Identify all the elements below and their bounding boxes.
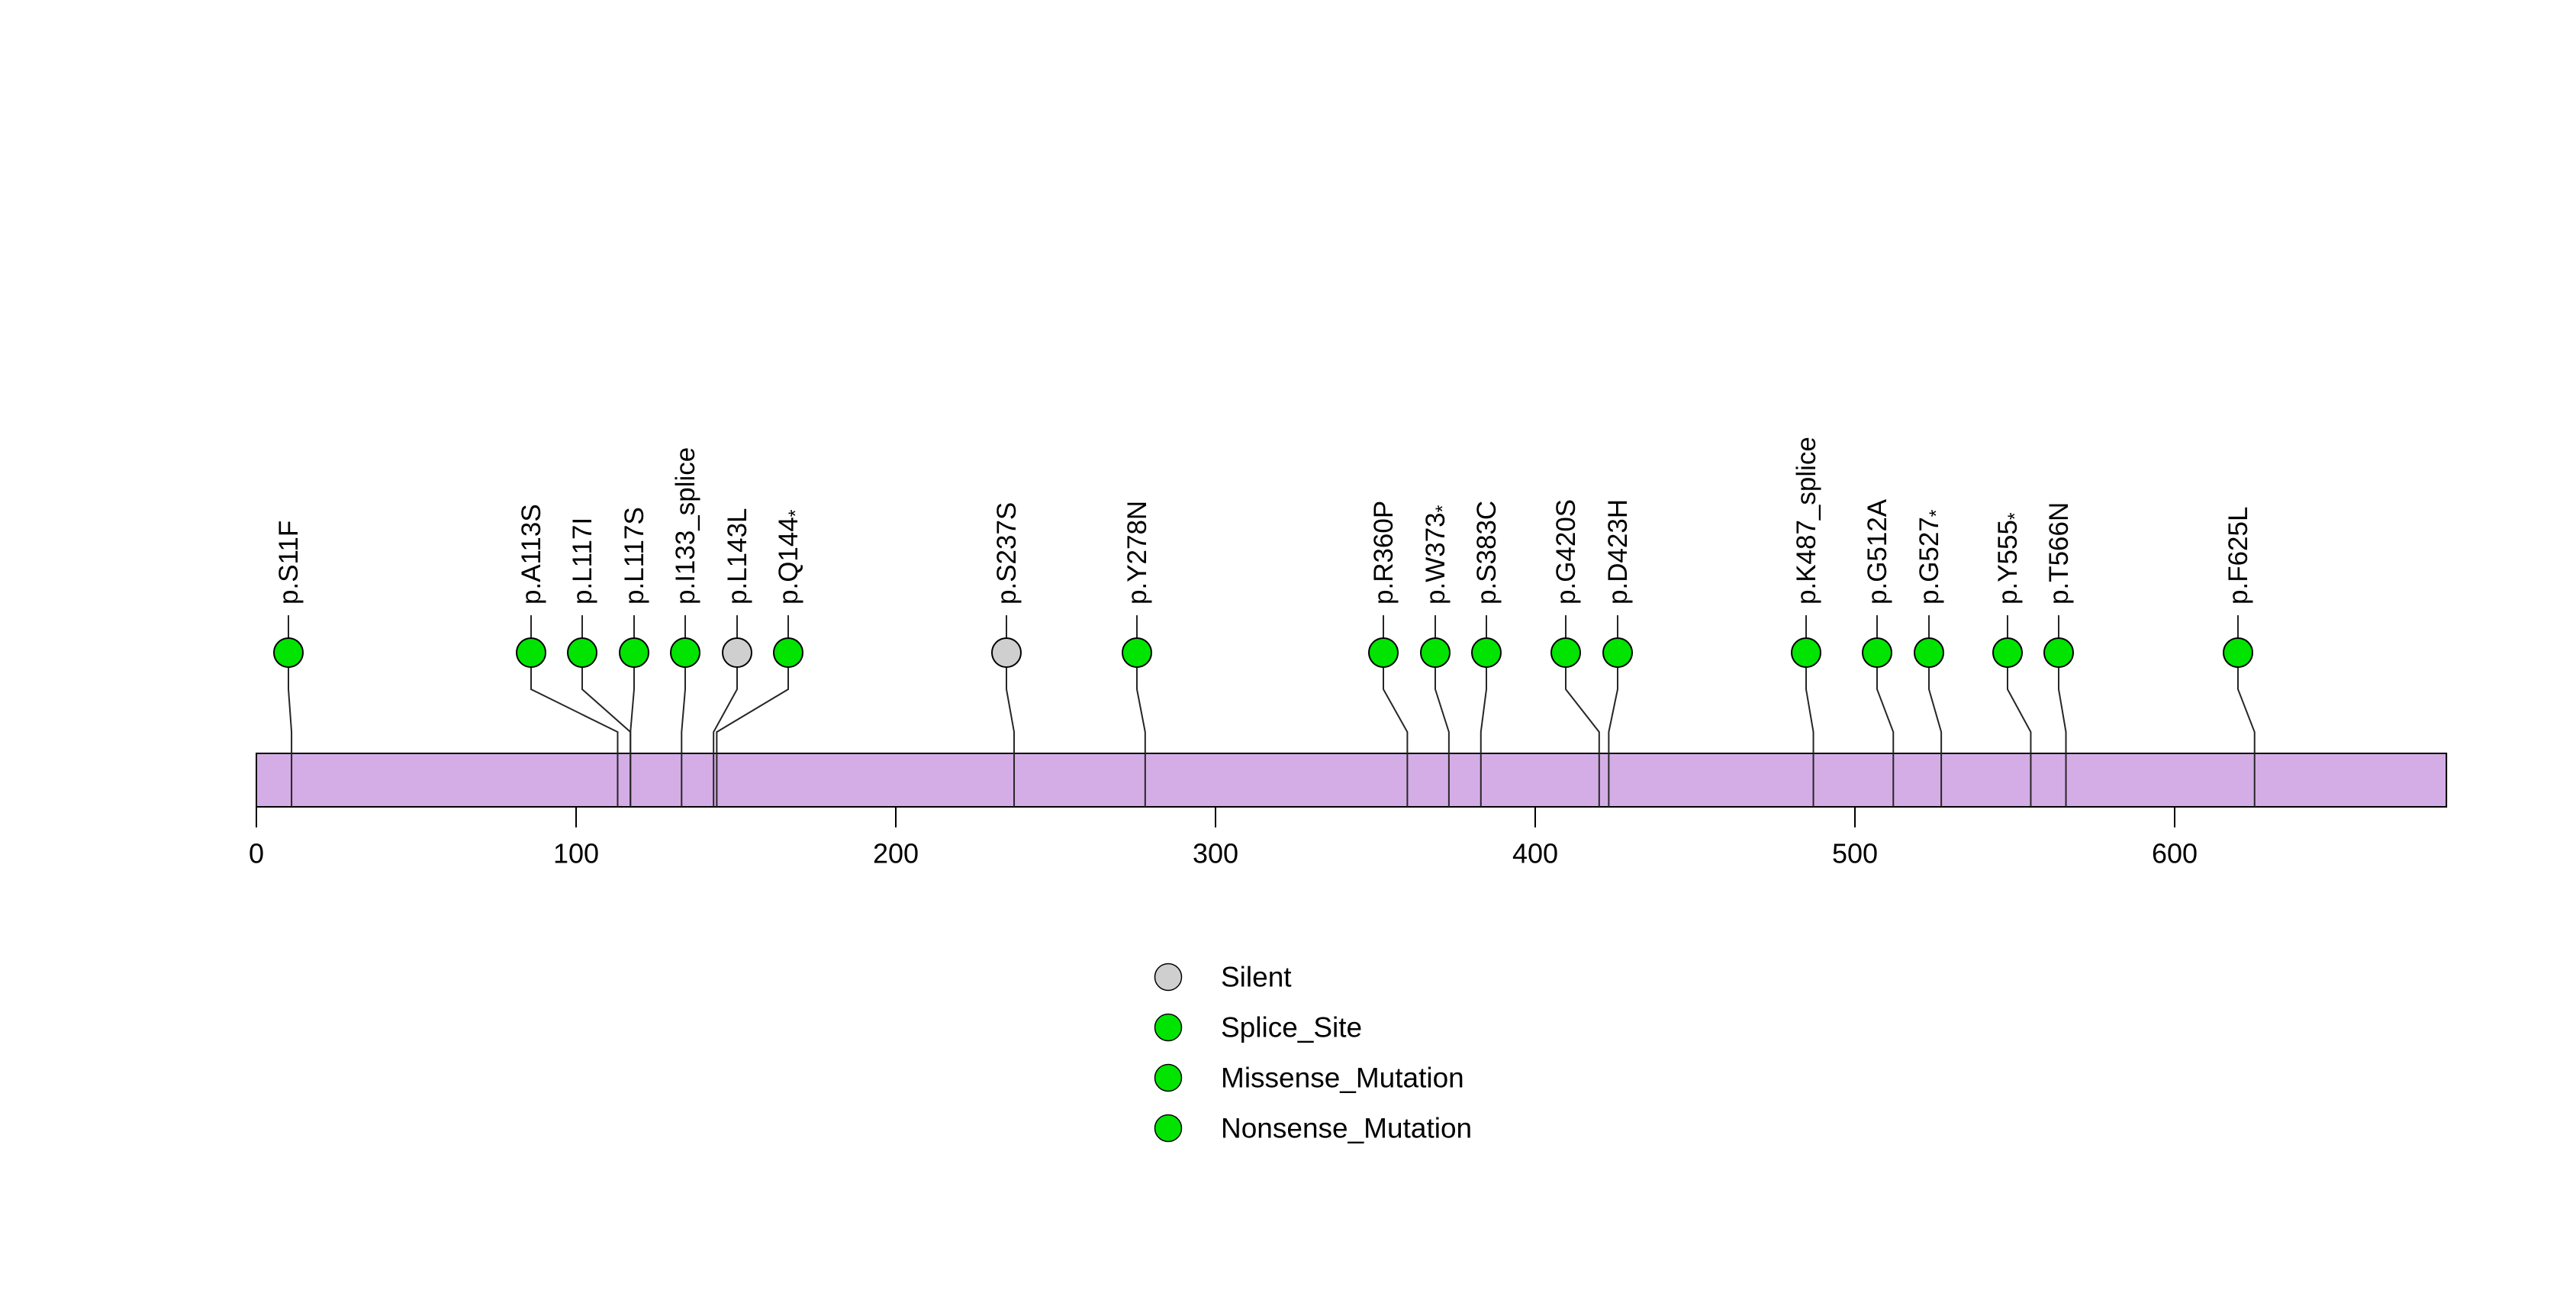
mutation-circle (991, 637, 1022, 668)
mutation-circle (1471, 637, 1502, 668)
protein-domain-bar (256, 753, 2448, 808)
mutation-connector (1565, 667, 1600, 807)
axis-tick-label: 400 (1512, 838, 1558, 869)
mutation-circle (1368, 637, 1399, 668)
mutation-label: p.Y278N (1122, 501, 1152, 605)
mutation-connector (2058, 667, 2067, 807)
mutation-label: p.I133_splice (671, 447, 700, 605)
mutation-label: p.S11F (274, 521, 304, 605)
legend-label: Splice_Site (1221, 1012, 1362, 1043)
mutation-circle (273, 637, 304, 668)
mutation-circle (1122, 637, 1152, 668)
mutation-label: p.G420S (1551, 499, 1581, 605)
mutation-circle (1914, 637, 1944, 668)
mutation-circle (1791, 637, 1821, 668)
mutation-connector (2237, 667, 2256, 807)
mutation-connector (713, 667, 738, 807)
mutation-label: p.L143L (723, 508, 752, 605)
legend-swatch (1154, 963, 1183, 992)
mutation-circle (773, 637, 803, 668)
mutation-circle (1550, 637, 1581, 668)
mutation-circle (567, 637, 597, 668)
mutation-circle (1420, 637, 1451, 668)
mutation-label: p.T566N (2044, 502, 2074, 605)
axis-tick-label: 200 (873, 838, 919, 869)
mutation-label: p.G512A (1863, 498, 1892, 605)
mutation-label: p.W373* (1421, 505, 1454, 605)
legend-swatch (1154, 1013, 1183, 1042)
mutation-connector (1435, 667, 1450, 807)
mutation-label: p.R360P (1369, 501, 1399, 605)
mutation-connector (681, 667, 686, 807)
mutation-connector (1928, 667, 1943, 807)
mutation-connector (1136, 667, 1146, 807)
mutation-connector (630, 667, 635, 807)
mutation-circle (516, 637, 546, 668)
legend-swatch (1154, 1063, 1183, 1092)
mutation-circle (670, 637, 700, 668)
mutation-connector (1876, 667, 1895, 807)
mutation-connector (716, 667, 789, 807)
axis-tick-label: 300 (1193, 838, 1238, 869)
axis-tick-label: 600 (2152, 838, 2198, 869)
mutation-connector (1608, 667, 1618, 807)
mutation-connector (530, 667, 619, 807)
mutation-label: p.G527* (1914, 509, 1948, 605)
mutation-label: p.Q144* (774, 509, 807, 605)
mutation-label: p.S237S (992, 502, 1022, 605)
mutation-circle (2043, 637, 2074, 668)
mutation-connector (1480, 667, 1487, 807)
axis-tick-label: 500 (1832, 838, 1878, 869)
axis-tick-label: 0 (249, 838, 264, 869)
mutation-connector (2007, 667, 2032, 807)
mutation-label: p.A113S (517, 504, 546, 605)
mutation-label: p.F625L (2223, 507, 2253, 605)
legend-label: Nonsense_Mutation (1221, 1113, 1472, 1144)
legend-swatch (1154, 1114, 1183, 1143)
mutation-circle (722, 637, 752, 668)
mutation-label: p.Y555* (1993, 512, 2027, 605)
mutation-circle (1992, 637, 2023, 668)
legend-label: Missense_Mutation (1221, 1063, 1464, 1094)
mutation-label: p.K487_splice (1792, 437, 1821, 605)
mutation-circle (1862, 637, 1892, 668)
mutation-connector (1383, 667, 1409, 807)
mutation-connector (1006, 667, 1016, 807)
mutation-connector (1805, 667, 1814, 807)
mutation-connector (288, 667, 293, 807)
mutation-label: p.S383C (1472, 501, 1502, 605)
axis-tick-label: 100 (553, 838, 599, 869)
mutation-circle (2223, 637, 2253, 668)
mutation-label: p.L117I (568, 518, 597, 605)
mutation-label: p.D423H (1603, 499, 1633, 605)
mutation-circle (1602, 637, 1633, 668)
mutation-circle (619, 637, 649, 668)
mutation-label: p.L117S (620, 507, 649, 605)
legend-label: Silent (1221, 962, 1292, 993)
